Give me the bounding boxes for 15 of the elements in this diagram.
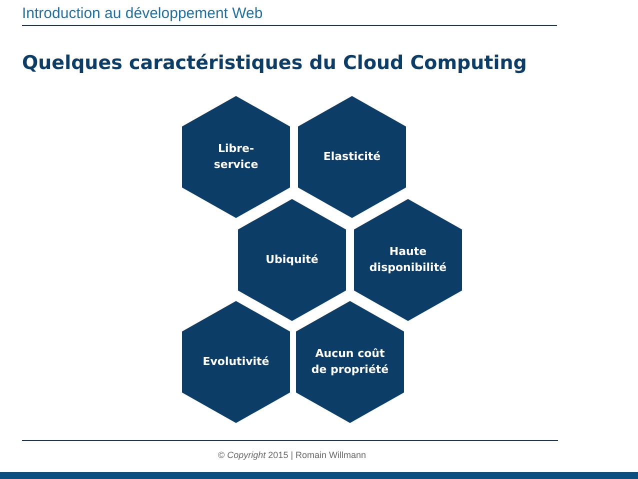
hexagon-shape (296, 301, 404, 423)
header-text: Introduction au développement Web (22, 5, 263, 22)
hexagon-label: Libre-service (212, 140, 260, 173)
hexagon-label: Aucun coût de propriété (310, 346, 390, 378)
hexagon-label: Evolutivité (202, 354, 270, 370)
hexagon-label: Elasticité (322, 148, 382, 165)
hexagon-label: Ubiquité (264, 252, 320, 268)
hexagon-shape (298, 96, 406, 218)
hexagon-shape (354, 199, 462, 321)
slide-title: Quelques caractéristiques du Cloud Computing (22, 52, 527, 74)
hexagon-shape (238, 199, 346, 321)
footer-text: © Copyright 2015 | Romain Willmann (218, 450, 366, 460)
hexagon-shape (182, 96, 290, 218)
hexagon-label: Haute disponibilité (368, 244, 448, 276)
hexagon-shape (182, 301, 290, 423)
